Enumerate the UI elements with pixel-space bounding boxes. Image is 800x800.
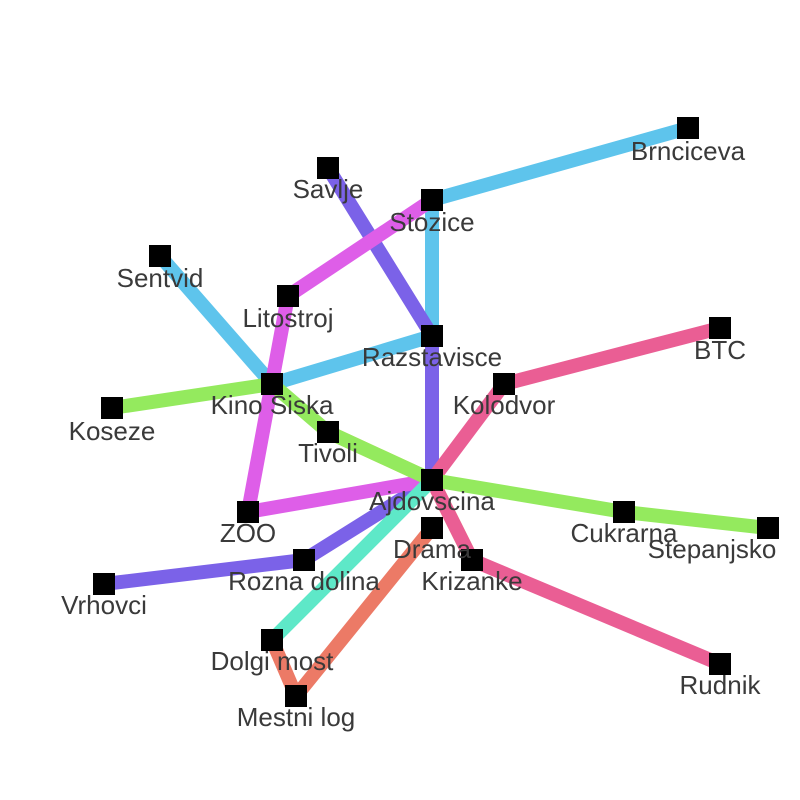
station-marker-tivoli xyxy=(317,421,339,443)
station-marker-kolodvor xyxy=(493,373,515,395)
route-line-magenta xyxy=(241,194,436,519)
station-label-sentvid: Sentvid xyxy=(117,263,204,293)
station-marker-ajdovscina xyxy=(421,469,443,491)
station-label-litostroj: Litostroj xyxy=(242,303,333,333)
station-marker-razstavisce xyxy=(421,325,443,347)
station-marker-mestni-log xyxy=(285,685,307,707)
station-marker-litostroj xyxy=(277,285,299,307)
station-marker-cukrarna xyxy=(613,501,635,523)
station-label-zoo: ZOO xyxy=(220,518,276,548)
station-marker-drama xyxy=(421,517,443,539)
station-label-razstavisce: Razstavisce xyxy=(362,342,502,372)
station-label-vrhovci: Vrhovci xyxy=(61,590,147,620)
station-label-stepanjsko: Stepanjsko xyxy=(648,534,777,564)
station-label-dolgi-most: Dolgi most xyxy=(211,646,335,676)
station-marker-dolgi-most xyxy=(261,629,283,651)
station-label-btc: BTC xyxy=(694,335,746,365)
station-marker-zoo xyxy=(237,501,259,523)
station-labels: Brnciceva Savlje Stozice Sentvid Litostr… xyxy=(61,136,776,732)
station-label-kino-siska: Kino Siska xyxy=(211,390,334,420)
route-line-lime xyxy=(110,377,769,535)
station-label-krizanke: Krizanke xyxy=(421,566,522,596)
station-label-mestni-log: Mestni log xyxy=(237,702,356,732)
station-marker-rudnik xyxy=(709,653,731,675)
station-label-cukrarna: Cukrarna xyxy=(571,518,678,548)
station-label-brnciceva: Brnciceva xyxy=(631,136,746,166)
station-marker-vrhovci xyxy=(93,573,115,595)
station-markers xyxy=(93,117,779,707)
station-marker-kino-siska xyxy=(261,373,283,395)
station-label-rozna-dolina: Rozna dolina xyxy=(228,566,380,596)
station-label-ajdovscina: Ajdovscina xyxy=(369,486,495,516)
station-label-kolodvor: Kolodvor xyxy=(453,390,556,420)
station-marker-sentvid xyxy=(149,245,171,267)
route-line-turquoise xyxy=(267,475,437,645)
station-marker-savlje xyxy=(317,157,339,179)
station-label-stozice: Stozice xyxy=(389,207,474,237)
station-label-savlje: Savlje xyxy=(293,174,364,204)
station-marker-btc xyxy=(709,317,731,339)
station-marker-brnciceva xyxy=(677,117,699,139)
station-marker-stozice xyxy=(421,189,443,211)
station-marker-rozna-dolina xyxy=(293,549,315,571)
station-label-tivoli: Tivoli xyxy=(298,438,358,468)
station-marker-stepanjsko xyxy=(757,517,779,539)
station-marker-krizanke xyxy=(461,549,483,571)
station-label-koseze: Koseze xyxy=(69,416,156,446)
station-marker-koseze xyxy=(101,397,123,419)
station-label-drama: Drama xyxy=(393,534,472,564)
station-label-rudnik: Rudnik xyxy=(680,670,762,700)
